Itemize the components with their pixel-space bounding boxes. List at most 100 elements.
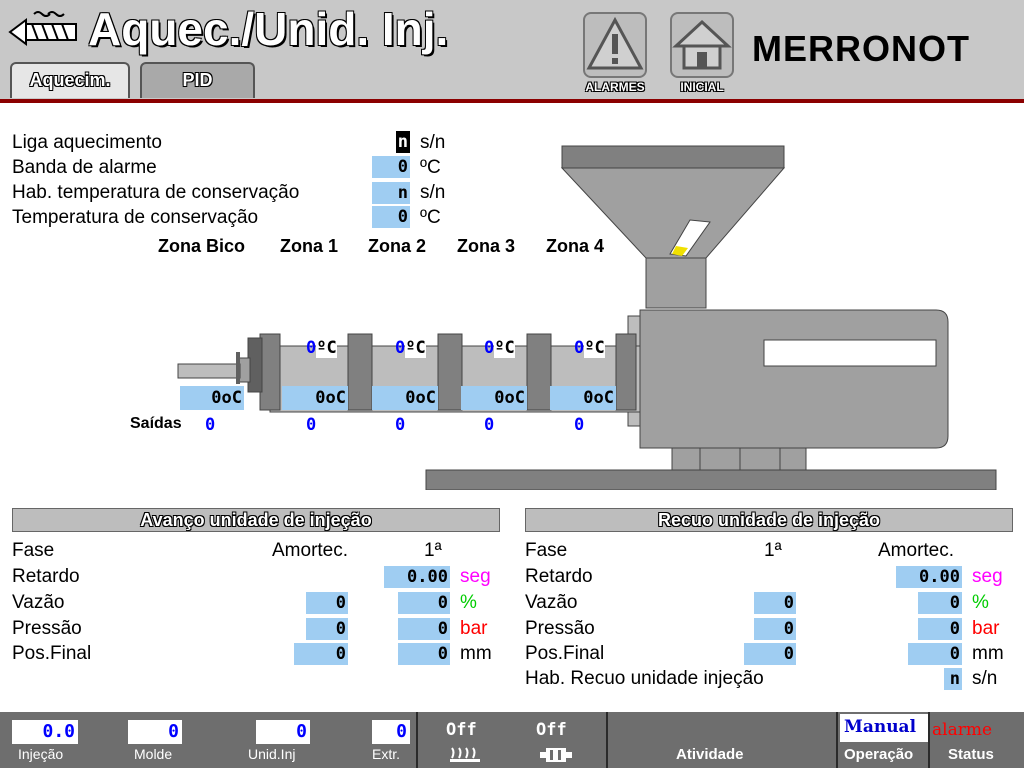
zone1-setpoint-field[interactable]: 0oC: [282, 386, 348, 410]
retract-endpos-cushion-field[interactable]: 0: [908, 643, 962, 665]
zone2-temp: 0ºC: [395, 338, 426, 358]
mold-label: Molde: [134, 746, 173, 762]
home-icon: [672, 19, 732, 70]
setting-label-hold-enable: Hab. temperatura de conservação: [12, 182, 300, 203]
alarms-label: ALARMES: [585, 80, 645, 94]
screw-icon: [8, 11, 77, 46]
footer-divider: [606, 712, 608, 768]
nozzle-setpoint-field[interactable]: 0oC: [180, 386, 244, 410]
advance-pressure-label: Pressão: [12, 618, 82, 639]
alarm-band-field[interactable]: 0: [372, 156, 410, 178]
retract-flow-unit: %: [972, 592, 989, 613]
mode-box: Manual: [840, 714, 928, 742]
setting-label-alarm-band: Banda de alarme: [12, 157, 157, 178]
header: Aquec./Unid. Inj. Aquecim. PID ALARMES I…: [0, 0, 1024, 100]
zone1-temp: 0ºC: [306, 338, 337, 358]
extr-label: Extr.: [372, 746, 401, 762]
retract-endpos-first-field[interactable]: 0: [744, 643, 796, 665]
advance-phase-label: Fase: [12, 540, 55, 561]
setting-label-hold-temp: Temperatura de conservação: [12, 207, 259, 228]
advance-flow-label: Vazão: [12, 592, 65, 613]
zone-header-3: Zona 3: [457, 236, 516, 256]
warning-icon: [586, 16, 644, 70]
home-label: INICIAL: [680, 80, 724, 94]
advance-endpos-unit: mm: [460, 643, 492, 664]
heater-icon: [450, 747, 480, 762]
status-label: Status: [948, 746, 994, 763]
retract-enable-label: Hab. Recuo unidade injeção: [525, 668, 764, 689]
home-button[interactable]: [670, 12, 734, 78]
zone-header-2: Zona 2: [368, 236, 427, 256]
heating-on-field[interactable]: n: [396, 131, 410, 153]
retract-endpos-unit: mm: [972, 643, 1004, 664]
injection-label: Injeção: [18, 746, 64, 762]
zone-header-4: Zona 4: [546, 236, 605, 256]
hold-enable-unit: s/n: [420, 182, 446, 203]
mold-counter: 0: [128, 720, 182, 744]
mode-value: Manual: [844, 717, 917, 737]
tab-pid[interactable]: PID: [140, 62, 255, 98]
retract-pressure-label: Pressão: [525, 618, 595, 639]
alarm-band-unit: ºC: [420, 157, 441, 178]
zone4-output: 0: [574, 415, 585, 435]
zone-header-nozzle: Zona Bico: [158, 236, 246, 256]
zone3-setpoint-field[interactable]: 0oC: [461, 386, 527, 410]
setting-label-heating: Liga aquecimento: [12, 132, 162, 153]
mode-label: Operação: [844, 746, 914, 763]
advance-delay-unit: seg: [460, 566, 491, 587]
retract-delay-unit: seg: [972, 566, 1003, 587]
retract-phase-label: Fase: [525, 540, 568, 561]
advance-endpos-first-field[interactable]: 0: [398, 643, 450, 665]
footer-divider: [416, 712, 418, 768]
advance-col-first: 1ª: [424, 540, 442, 561]
alarms-button[interactable]: [583, 12, 647, 78]
brand-logo: MERRONOT: [752, 28, 970, 69]
zone-header-1: Zona 1: [280, 236, 339, 256]
retract-endpos-label: Pos.Final: [525, 643, 605, 664]
injection-unit-diagram: [177, 145, 997, 490]
inj-unit-label: Unid.Inj: [248, 746, 296, 762]
advance-flow-first-field[interactable]: 0: [398, 592, 450, 614]
retract-pressure-first-field[interactable]: 0: [754, 618, 796, 640]
footer-divider: [928, 712, 930, 768]
retract-pressure-unit: bar: [972, 618, 1000, 639]
hold-enable-field[interactable]: n: [372, 182, 410, 204]
advance-flow-cushion-field[interactable]: 0: [306, 592, 348, 614]
heating-unit: s/n: [420, 132, 446, 153]
advance-pressure-first-field[interactable]: 0: [398, 618, 450, 640]
retract-enable-field[interactable]: n: [944, 668, 962, 690]
hold-temp-unit: ºC: [420, 207, 441, 228]
retract-enable-unit: s/n: [972, 668, 998, 689]
zone2-setpoint-field[interactable]: 0oC: [372, 386, 438, 410]
zone2-output: 0: [395, 415, 406, 435]
retract-delay-field[interactable]: 0.00: [896, 566, 962, 588]
zone3-temp: 0ºC: [484, 338, 515, 358]
tab-aquecim[interactable]: Aquecim.: [10, 62, 130, 98]
advance-pressure-cushion-field[interactable]: 0: [306, 618, 348, 640]
advance-endpos-label: Pos.Final: [12, 643, 92, 664]
injection-counter: 0.0: [12, 720, 78, 744]
motor-status: Off: [536, 720, 567, 740]
inj-unit-counter: 0: [256, 720, 310, 744]
zone4-temp: 0ºC: [574, 338, 605, 358]
hold-temp-field[interactable]: 0: [372, 206, 410, 228]
retract-col-first: 1ª: [764, 540, 782, 561]
page-title: Aquec./Unid. Inj.: [88, 3, 449, 55]
advance-endpos-cushion-field[interactable]: 0: [294, 643, 348, 665]
zone1-output: 0: [306, 415, 317, 435]
advance-flow-unit: %: [460, 592, 477, 613]
retract-flow-first-field[interactable]: 0: [754, 592, 796, 614]
advance-col-cushion: Amortec.: [272, 540, 349, 561]
extr-counter: 0: [372, 720, 410, 744]
nozzle-output: 0: [205, 415, 216, 435]
retract-flow-cushion-field[interactable]: 0: [918, 592, 962, 614]
retract-section-title: Recuo unidade de injeção: [525, 508, 1013, 532]
advance-delay-field[interactable]: 0.00: [384, 566, 450, 588]
status-value: alarme: [932, 720, 993, 740]
zone3-output: 0: [484, 415, 495, 435]
zone4-setpoint-field[interactable]: 0oC: [550, 386, 616, 410]
retract-pressure-cushion-field[interactable]: 0: [918, 618, 962, 640]
activity-label: Atividade: [676, 746, 744, 763]
motor-icon: [540, 748, 572, 762]
advance-section-title: Avanço unidade de injeção: [12, 508, 500, 532]
